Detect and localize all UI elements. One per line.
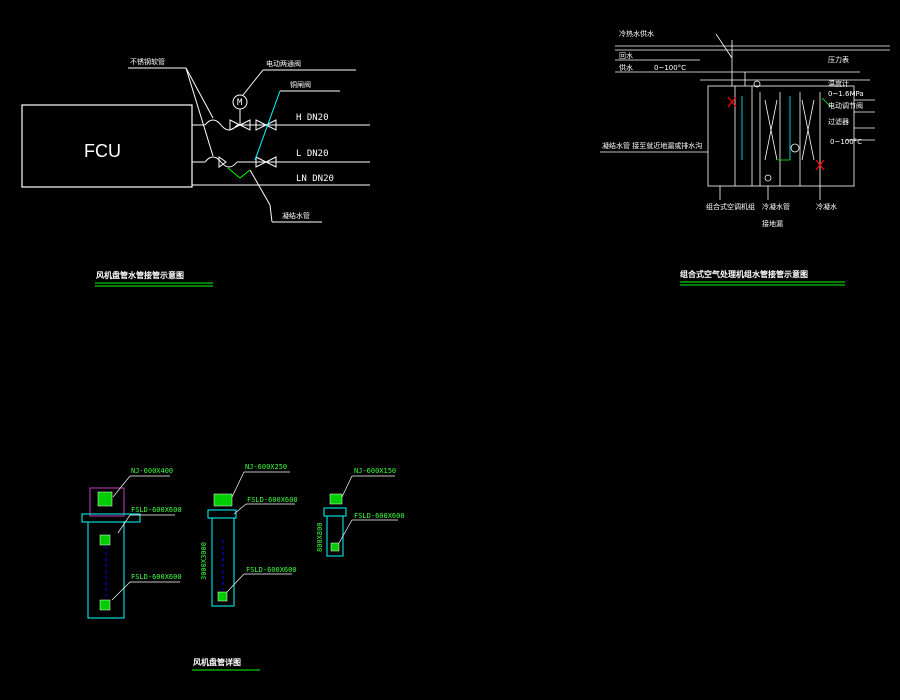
u3-dim-label: 800X800 <box>316 522 324 552</box>
duct-diagram: NJ-600X400 FSLD-600X600 FSLD-600X600 NJ-… <box>81 463 405 671</box>
gate-valve-label: 铜闸阀 <box>290 80 311 89</box>
valve-label: 电动两通阀 <box>266 59 301 68</box>
fcu-label: FCU <box>84 141 121 161</box>
ahu-bottom-label-4: 冷凝水 <box>816 202 837 211</box>
ahu-temp-range: 0~100°C <box>654 64 686 72</box>
ahu-right-label-6: 0~100°C <box>830 138 862 146</box>
ahu-bottom-label-1: 组合式空调机组 <box>706 202 755 211</box>
flex-hose-label: 不锈钢软管 <box>130 57 165 66</box>
svg-text:M: M <box>237 98 243 108</box>
pipe-h-label: H DN20 <box>296 113 329 123</box>
ahu-right-label-5: 过滤器 <box>828 117 849 126</box>
ahu-diagram: 冷热水供水 回水 供水 0~100°C 压力表 温度计 0~1.6MPa 电动调… <box>600 29 890 286</box>
ahu-diagram-title: 组合式空气处理机组水管接管示意图 <box>680 269 808 279</box>
fcu-cyan-leader <box>254 90 281 161</box>
ahu-right-label-2: 温度计 <box>828 79 849 88</box>
u2-top-label: NJ-600X250 <box>245 463 287 471</box>
fcu-pipes <box>128 67 370 223</box>
pipe-ln-label: LN DN20 <box>296 174 334 184</box>
ahu-label-return: 回水 <box>619 51 633 60</box>
u2-bot-label: FSLD-600X600 <box>246 566 297 574</box>
u1-top-label: NJ-600X400 <box>131 467 173 475</box>
fcu-valves <box>218 94 277 168</box>
u2-dim-label: 3000X3000 <box>200 542 208 580</box>
u1-bot-label: FSLD-600X600 <box>131 573 182 581</box>
u3-top-label: NJ-600X150 <box>354 467 396 475</box>
ahu-bottom-label-3: 接地漏 <box>762 219 783 228</box>
ahu-left-label: 凝结水管 接至就近地漏或排水沟 <box>602 141 702 150</box>
duct-diagram-title: 风机盘管详图 <box>193 657 241 667</box>
pipe-l-label: L DN20 <box>296 149 329 159</box>
ahu-right-label-1: 压力表 <box>828 55 849 64</box>
u2-mid-label: FSLD-600X600 <box>247 496 298 504</box>
fcu-diagram-title: 风机盘管水管接管示意图 <box>96 270 184 280</box>
ahu-bottom-label-2: 冷凝水管 <box>762 202 790 211</box>
ahu-label-supply: 供水 <box>619 63 633 72</box>
u3-mid-label: FSLD-600X600 <box>354 512 405 520</box>
ahu-right-label-3: 0~1.6MPa <box>828 90 864 98</box>
fcu-diagram: FCU <box>21 57 370 287</box>
ahu-right-label-4: 电动调节阀 <box>828 101 863 110</box>
u1-mid-label: FSLD-600X600 <box>131 506 182 514</box>
fcu-box <box>21 104 193 188</box>
ahu-label-top: 冷热水供水 <box>619 29 654 38</box>
drain-label: 凝结水管 <box>282 211 310 220</box>
